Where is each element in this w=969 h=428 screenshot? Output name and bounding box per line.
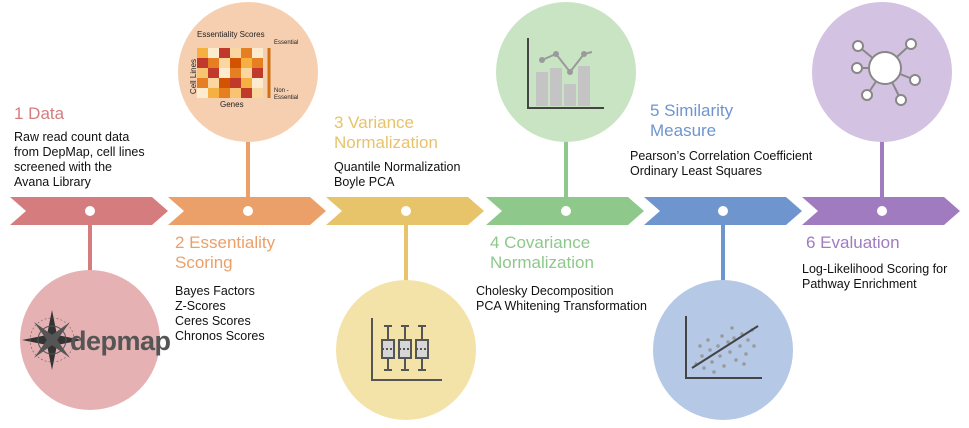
step-4-description: Cholesky Decomposition PCA Whitening Tra… (476, 284, 647, 313)
heatmap-cell (230, 78, 241, 88)
step-5-description: Pearson’s Correlation Coefficient Ordina… (630, 149, 813, 178)
scatter-point (726, 340, 730, 344)
scatter-point (708, 348, 712, 352)
scatter-point (730, 326, 734, 330)
step-2-description: Bayes Factors Z-Scores Ceres Scores Chro… (175, 284, 265, 343)
scatter-point (742, 362, 746, 366)
scatter-point (746, 338, 750, 342)
depmap-logo: depmap (70, 326, 171, 357)
bar-line-chart-icon (527, 38, 604, 109)
step-5-title: 5 Similarity Measure (650, 101, 734, 140)
timeline-dot-6 (877, 206, 887, 216)
heatmap-cell (241, 88, 252, 98)
heatmap-cell (208, 78, 219, 88)
scatter-point (744, 352, 748, 356)
heatmap-cell (230, 88, 241, 98)
depmap-star-icon (22, 310, 82, 370)
scatter-point (716, 344, 720, 348)
step-4-circle (496, 2, 636, 142)
scatter-point (698, 344, 702, 348)
scatter-point (732, 336, 736, 340)
heatmap-cell (252, 58, 263, 68)
heatmap-cell (230, 68, 241, 78)
heatmap-cell (219, 68, 230, 78)
step-1-circle (20, 270, 160, 410)
depmap-logo-text: depmap (70, 326, 171, 356)
step-3-description: Quantile Normalization Boyle PCA (334, 160, 461, 189)
heatmap-cell (197, 48, 208, 58)
heatmap-cell (241, 68, 252, 78)
scatter-point (728, 350, 732, 354)
step-4-title: 4 Covariance Normalization (490, 233, 594, 272)
heatmap-legend-high: Essential (274, 40, 299, 46)
scatter-plot-icon (685, 316, 762, 379)
scatter-point (738, 344, 742, 348)
heatmap-cell (252, 68, 263, 78)
heatmap-cell (241, 58, 252, 68)
scatter-point (722, 364, 726, 368)
scatter-point (706, 338, 710, 342)
scatter-point (720, 334, 724, 338)
heatmap-cell (208, 58, 219, 68)
heatmap-cell (197, 88, 208, 98)
heatmap-ylabel: Cell Lines (189, 58, 199, 95)
heatmap-cell (219, 58, 230, 68)
timeline-dot-3 (401, 206, 411, 216)
heatmap-cell (252, 48, 263, 58)
heatmap-cell (197, 78, 208, 88)
scatter-point (702, 366, 706, 370)
timeline-dot-2 (243, 206, 253, 216)
heatmap-cell (230, 58, 241, 68)
timeline-dot-5 (718, 206, 728, 216)
heatmap-icon (197, 48, 271, 98)
step-3-title: 3 Variance Normalization (334, 113, 438, 152)
step-1-description: Raw read count data from DepMap, cell li… (14, 130, 145, 189)
scatter-point (710, 360, 714, 364)
heatmap-cell (241, 48, 252, 58)
heatmap-xlabel: Genes (220, 100, 244, 109)
heatmap-legend-low: Non - Essential (274, 88, 299, 101)
heatmap-cell (252, 78, 263, 88)
heatmap-title: Essentiality Scores (197, 30, 265, 39)
heatmap-cell (219, 48, 230, 58)
heatmap-cell (197, 58, 208, 68)
timeline-dot-4 (561, 206, 571, 216)
step-6-description: Log-Likelihood Scoring for Pathway Enric… (802, 262, 948, 291)
timeline-dot-1 (85, 206, 95, 216)
scatter-point (752, 344, 756, 348)
heatmap-cell (219, 88, 230, 98)
scatter-point (712, 370, 716, 374)
network-icon (851, 38, 921, 106)
heatmap-cell (252, 88, 263, 98)
step-2-title: 2 Essentiality Scoring (175, 233, 276, 272)
heatmap-cell (241, 78, 252, 88)
heatmap-cell (230, 48, 241, 58)
scatter-point (700, 354, 704, 358)
scatter-point (734, 358, 738, 362)
heatmap-cell (208, 68, 219, 78)
step-1-title: 1 Data (14, 104, 65, 123)
boxplot-icon (371, 318, 442, 381)
heatmap-cell (208, 48, 219, 58)
step-5-circle (653, 280, 793, 420)
heatmap-cell (219, 78, 230, 88)
heatmap-cell (208, 88, 219, 98)
step-6-title: 6 Evaluation (806, 233, 900, 252)
scatter-point (718, 354, 722, 358)
heatmap-cell (197, 68, 208, 78)
